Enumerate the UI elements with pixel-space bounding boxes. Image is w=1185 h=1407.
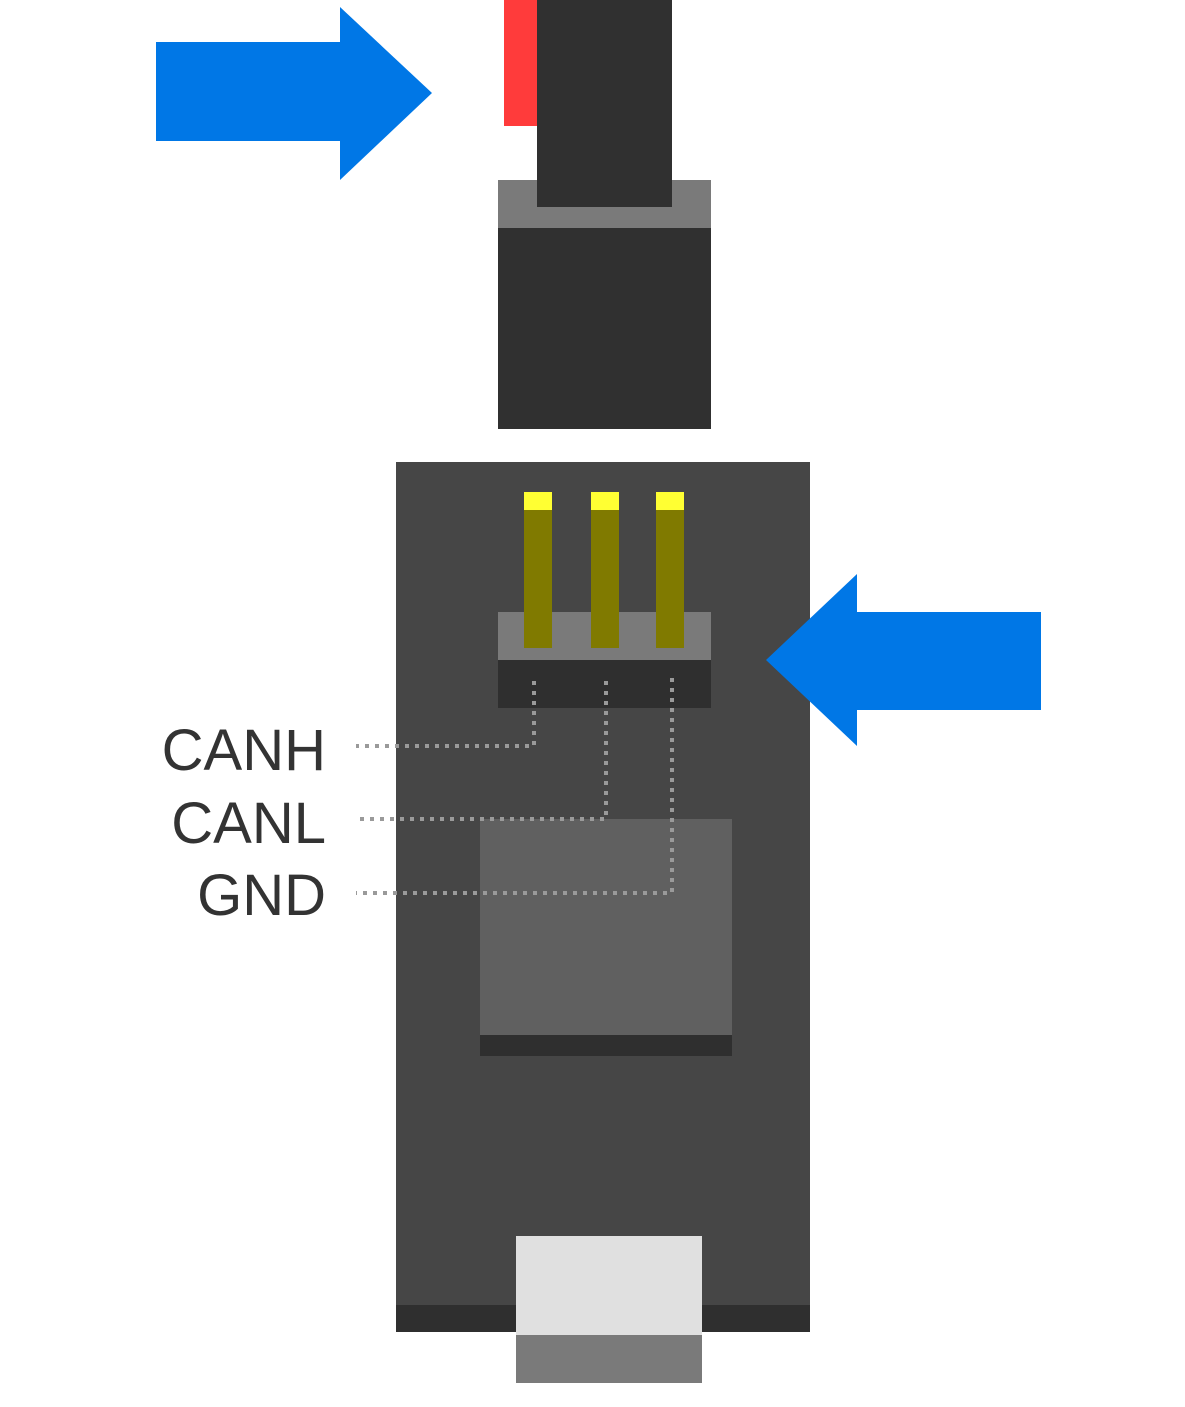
pin-3 (656, 510, 684, 612)
pin-label-canh: CANH (162, 718, 326, 783)
pin-label-gnd: GND (197, 863, 326, 928)
pin-1-through-housing (524, 612, 552, 648)
arrow-right-icon (156, 7, 432, 180)
cable-red-stripe (504, 0, 540, 126)
pin-2 (591, 510, 619, 612)
pin-3-tip (656, 492, 684, 510)
cable-into-plug (537, 180, 672, 207)
pin-label-canl: CANL (171, 791, 326, 856)
pin-3-through-housing (656, 612, 684, 648)
pin-traces (356, 678, 674, 895)
chip-bottom-edge (480, 1035, 732, 1056)
pin-2-through-housing (591, 612, 619, 648)
plug-body (498, 228, 711, 429)
pin-1-tip (524, 492, 552, 510)
arrow-left-icon (766, 574, 1041, 746)
chip (480, 819, 732, 1037)
trace-gnd (356, 678, 674, 895)
pin-1 (524, 510, 552, 612)
pin-2-tip (591, 492, 619, 510)
cable (537, 0, 672, 208)
header-pins (524, 492, 684, 612)
usb-connector-body (516, 1335, 702, 1383)
trace-canh (356, 681, 536, 748)
usb-connector-face (516, 1236, 702, 1336)
